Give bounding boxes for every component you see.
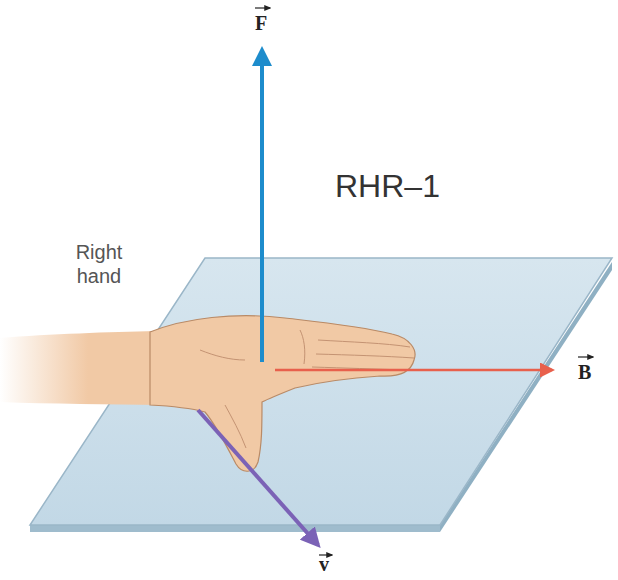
- vector-symbol: F: [255, 12, 267, 35]
- vector-symbol: B: [578, 361, 591, 384]
- field-arrow: [275, 369, 552, 372]
- rule-title: RHR–1: [335, 168, 440, 205]
- velocity-arrow: [198, 410, 318, 545]
- vector-symbol: v: [319, 553, 329, 576]
- plane-edge: [30, 525, 440, 532]
- vector-overbar: [255, 7, 270, 8]
- forearm: [0, 331, 160, 405]
- hand-label: Right hand: [66, 240, 132, 288]
- right-hand: [150, 316, 415, 472]
- finger-lines: [200, 330, 414, 448]
- vector-overbar: [578, 356, 593, 357]
- force-arrow: [260, 50, 264, 362]
